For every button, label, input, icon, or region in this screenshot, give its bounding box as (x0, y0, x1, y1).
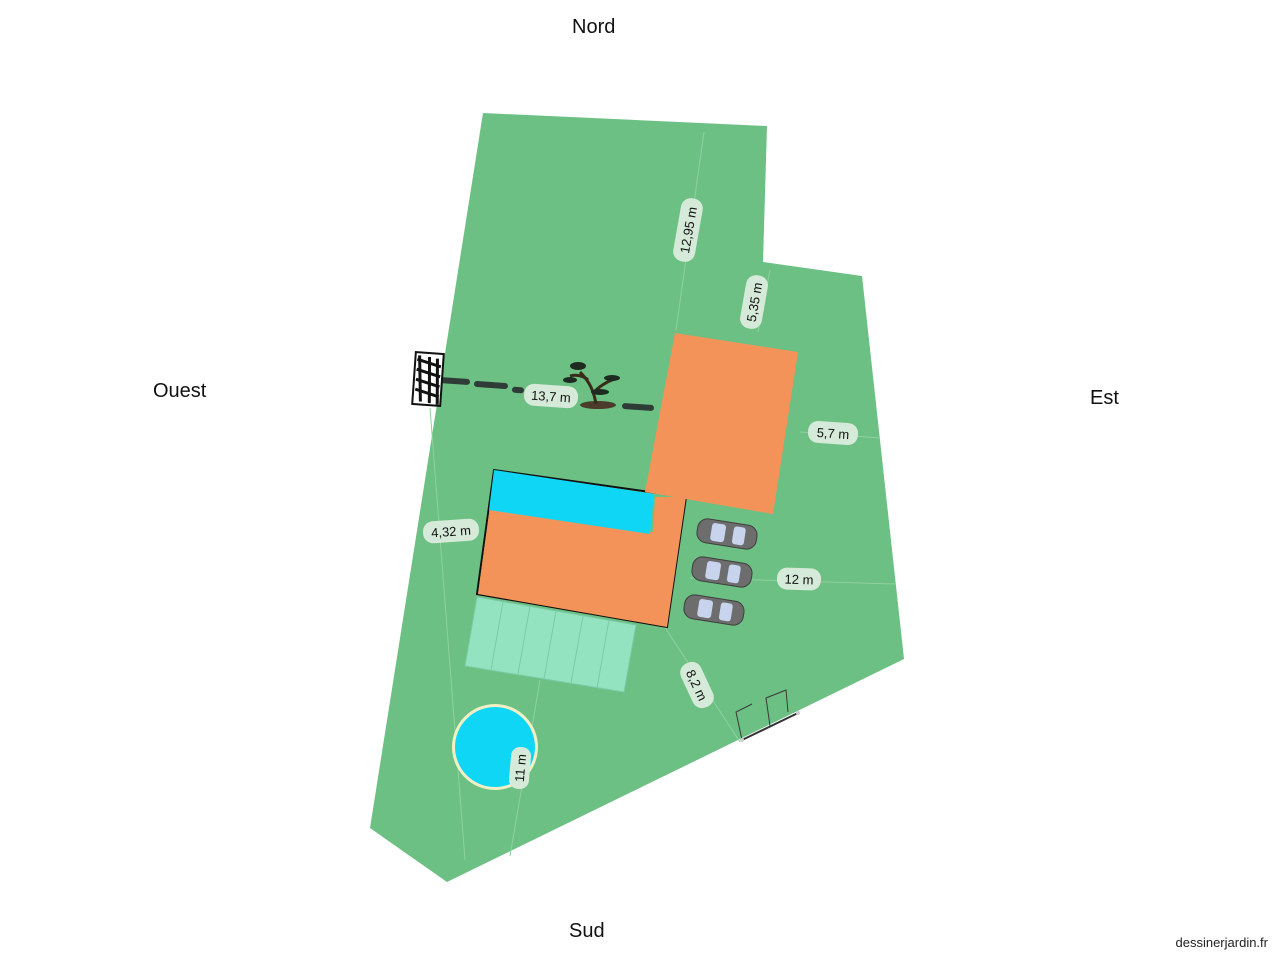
dimension-text: 12 m (784, 571, 813, 587)
indoor-pool[interactable] (489, 470, 654, 534)
dimension-text: 11 m (512, 753, 529, 782)
dimension-label-north-east: 12,95 m (673, 198, 703, 262)
car-icon[interactable] (690, 555, 753, 588)
compass-north: Nord (572, 16, 616, 38)
hedge-icon (438, 377, 654, 411)
compass-west: Ouest (153, 380, 207, 402)
gate-icon (411, 351, 445, 407)
dimension-label-east-notch: 5,35 m (740, 275, 768, 329)
compass-south: Sud (569, 920, 605, 942)
dimension-label-east-side: 5,7 m (807, 420, 859, 446)
dimension-text: 13,7 m (531, 388, 572, 406)
watermark-text: dessinerjardin.fr (1175, 935, 1269, 950)
dimension-label-west-side: 4,32 m (422, 518, 480, 544)
car-icon[interactable] (695, 517, 758, 550)
compass-east: Est (1090, 387, 1119, 409)
annex-building[interactable] (645, 333, 798, 514)
tree-icon (563, 362, 620, 409)
dimension-text: 4,32 m (431, 523, 472, 541)
dimension-text: 5,35 m (744, 281, 766, 323)
terrace[interactable] (464, 596, 637, 693)
dimension-text: 5,7 m (816, 425, 849, 442)
dimension-label-pool: 11 m (508, 746, 532, 790)
car-icon[interactable] (682, 593, 745, 626)
entrance-gate[interactable] (735, 689, 800, 742)
dimension-label-hedge: 13,7 m (523, 383, 579, 409)
dimension-label-parking: 12 m (776, 567, 822, 591)
